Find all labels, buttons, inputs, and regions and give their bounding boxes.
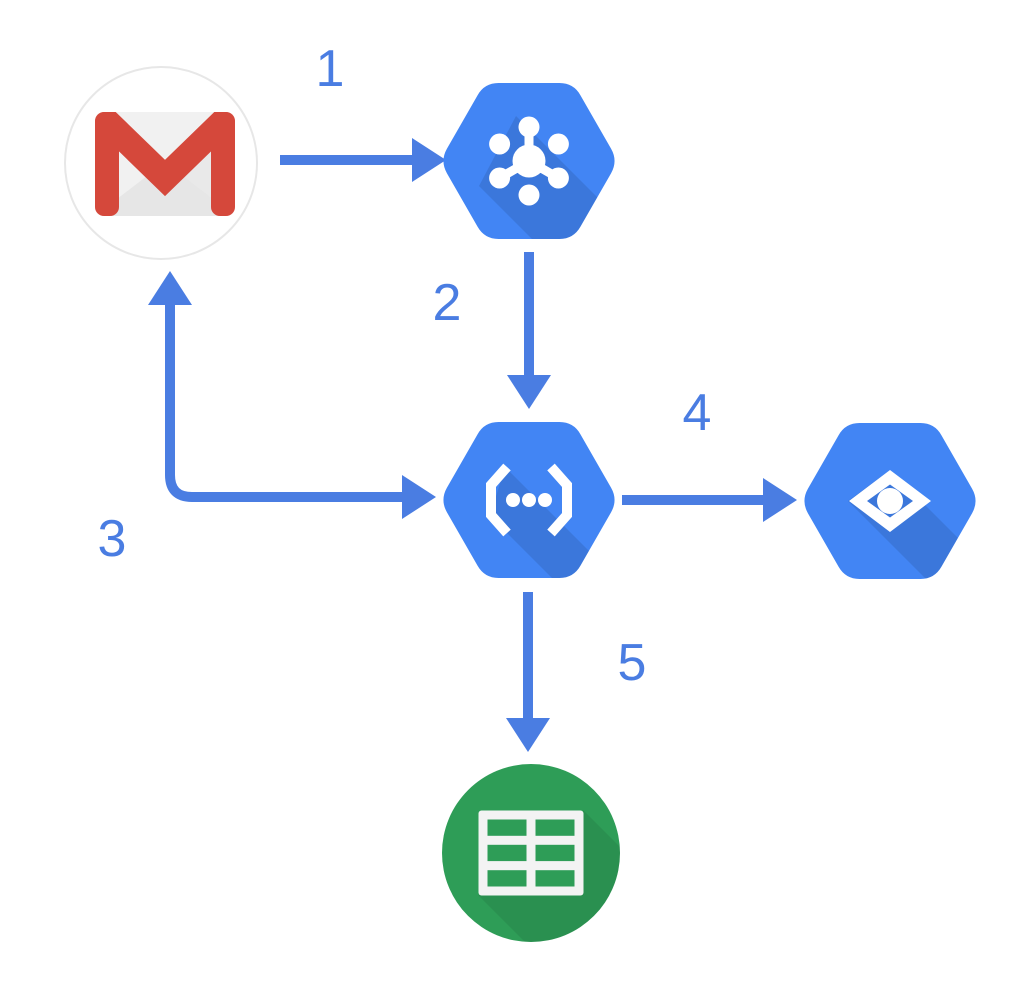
vision-hexagon-icon [804, 423, 976, 579]
cloud-functions-hexagon-icon [443, 422, 615, 578]
vision-long-shadow [848, 470, 976, 579]
step-label-2: 2 [433, 274, 462, 332]
arrow-step-4 [622, 478, 797, 522]
gmail-envelope [95, 112, 235, 216]
pubsub-long-shadow [479, 116, 615, 239]
sheets-table-glyph [478, 810, 584, 896]
right-bracket [547, 463, 572, 537]
envelope-left-bar [95, 112, 119, 216]
step-label-4: 4 [683, 384, 712, 442]
arrow-step-3 [148, 271, 436, 519]
left-bracket [486, 463, 511, 537]
functions-glyph [486, 463, 572, 537]
vision-eye-glyph [849, 470, 931, 532]
arrow-step-1 [280, 138, 446, 182]
arrow-step-2 [507, 252, 551, 409]
arrow-step-5 [506, 592, 550, 752]
envelope-right-bar [211, 112, 235, 216]
step-label-1: 1 [316, 40, 345, 98]
pubsub-glyph [489, 116, 569, 206]
arrow-3-head-up [148, 271, 192, 305]
functions-long-shadow [490, 467, 615, 578]
arrow-1-head [412, 138, 446, 182]
pubsub-hexagon-icon [443, 83, 615, 239]
spreadsheet-circle-icon [442, 764, 620, 942]
arrow-2-head [507, 375, 551, 409]
arrow-3-head-right [402, 475, 436, 519]
arrow-5-head [506, 718, 550, 752]
arrow-4-head [763, 478, 797, 522]
arrow-3-line [165, 303, 404, 502]
step-label-5: 5 [618, 634, 647, 692]
gmail-icon [64, 66, 258, 260]
step-label-3: 3 [98, 510, 127, 568]
